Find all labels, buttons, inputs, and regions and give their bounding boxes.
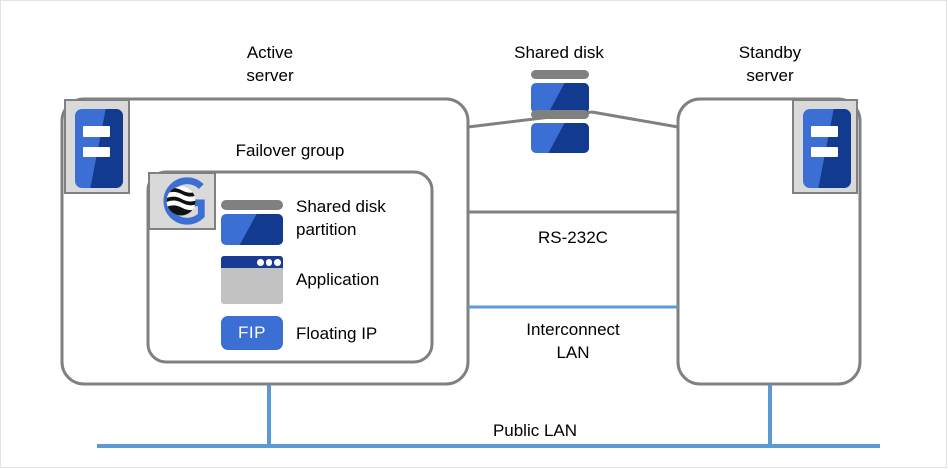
label-shared-disk: Shared disk <box>514 43 604 62</box>
disk-body <box>221 213 283 245</box>
shared-disk-unit-lower <box>531 110 589 153</box>
fip-badge-text: FIP <box>238 323 266 342</box>
label-interconnect-lan: Interconnect LAN <box>526 320 620 362</box>
server-chip-bar-top <box>810 126 838 137</box>
resource-label-floating-ip: Floating IP <box>296 324 378 343</box>
label-public-lan: Public LAN <box>492 421 578 440</box>
active-server-machine-icon <box>64 99 130 194</box>
fip-badge: FIP <box>221 316 283 350</box>
window-dot <box>274 259 282 267</box>
label-failover-group: Failover group <box>235 141 345 160</box>
standby-to-shared-disk-link <box>591 110 679 129</box>
window-dot <box>265 259 273 267</box>
failover-group-container <box>146 170 434 364</box>
label-rs232c: RS-232C <box>538 228 608 247</box>
standby-server-machine-icon <box>792 99 858 194</box>
active-server-container <box>60 97 470 386</box>
server-chip-bar-top <box>82 126 110 137</box>
server-chip <box>803 109 851 188</box>
disk-cap <box>221 200 283 210</box>
window-dot <box>256 259 264 267</box>
server-chip-bar-bottom <box>810 146 838 158</box>
server-chip-bar-bottom <box>82 146 110 158</box>
shared-disk-unit-upper <box>531 70 589 113</box>
resource-label-shared-disk-partition: Shared disk partition <box>296 197 386 239</box>
disk-body <box>531 82 589 113</box>
application-window-icon <box>221 256 283 304</box>
shared-disk-partition-icon <box>221 200 283 245</box>
disk-body-shade <box>548 122 589 153</box>
label-active-server: Active server <box>246 43 294 85</box>
disk-body-shade <box>548 82 589 113</box>
cluster-logo-icon <box>163 177 205 225</box>
cluster-software-logo-box <box>148 172 216 230</box>
standby-server-container <box>676 97 862 386</box>
disk-cap <box>531 70 589 80</box>
label-standby-server: Standby server <box>738 43 802 85</box>
disk-cap <box>531 110 589 120</box>
disk-body <box>531 122 589 153</box>
server-chip <box>75 109 123 188</box>
resource-label-application: Application <box>296 270 380 289</box>
disk-body-shade <box>239 213 283 245</box>
